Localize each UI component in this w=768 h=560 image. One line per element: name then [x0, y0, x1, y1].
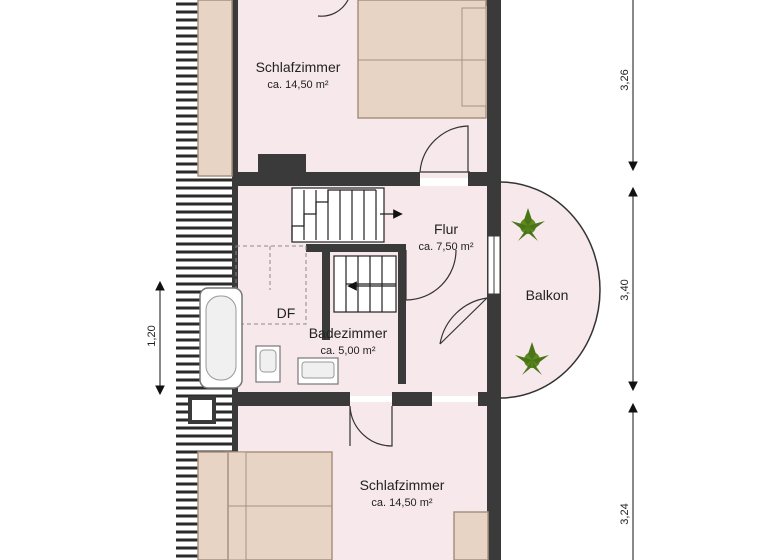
- wall-top-horizontal-right: [468, 172, 501, 186]
- balcony-floor: [500, 182, 600, 398]
- door-balcony: [439, 297, 488, 345]
- door-bottom-bedroom: [349, 405, 393, 447]
- dimension-right-top: 3,26: [619, 69, 631, 90]
- doors: [317, 0, 488, 447]
- bathtub: [199, 287, 243, 389]
- stairs-upper: [291, 187, 385, 243]
- flur-area: ca. 7,50 m²: [418, 241, 473, 253]
- door-top-bedroom: [419, 125, 470, 173]
- balcony-outline: [499, 181, 601, 399]
- bathroom-title: Badezimmer: [309, 325, 388, 341]
- wall-bath-right: [398, 252, 406, 384]
- walls: [232, 0, 501, 560]
- bed-top: [357, 0, 487, 119]
- df-dashed-outline: [235, 245, 307, 325]
- wall-bath-top: [306, 244, 406, 252]
- wall-bottom-horizontal: [232, 392, 350, 406]
- sink: [297, 357, 339, 385]
- dimension-right-bottom: 3,24: [619, 503, 631, 524]
- wall-bottom-horizontal-mid: [392, 392, 432, 406]
- bedroom-top-title: Schlafzimmer: [256, 59, 341, 75]
- wall-bath-left: [322, 252, 330, 340]
- bedroom-bottom-title: Schlafzimmer: [360, 477, 445, 493]
- stairs: [291, 187, 403, 313]
- left-wall: [232, 0, 238, 560]
- wall-bottom-horizontal-right: [478, 392, 501, 406]
- window-left-marker: [188, 396, 216, 424]
- bathroom-area: ca. 5,00 m²: [320, 345, 375, 357]
- wardrobe-bottom: [197, 451, 229, 560]
- bed-bottom: [225, 451, 333, 560]
- bedroom-top-area: ca. 14,50 m²: [267, 79, 328, 91]
- cabinet-bottom-right: [453, 511, 489, 560]
- toilet: [255, 345, 281, 383]
- dimension-right-middle: 3,40: [619, 279, 631, 300]
- dimension-lines: [155, 0, 638, 560]
- balkon-title: Balkon: [526, 287, 569, 303]
- plant-icon-bottom: [515, 342, 549, 375]
- plant-icon-top: [511, 208, 545, 241]
- flur-title: Flur: [434, 221, 458, 237]
- door-bathroom: [405, 249, 457, 301]
- wardrobe-top: [197, 0, 233, 177]
- door-top-left: [317, 0, 349, 17]
- bedroom-bottom-area: ca. 14,50 m²: [371, 497, 432, 509]
- chimney: [258, 154, 306, 176]
- dimension-left-window: 1,20: [146, 325, 158, 346]
- df-title: DF: [277, 305, 296, 321]
